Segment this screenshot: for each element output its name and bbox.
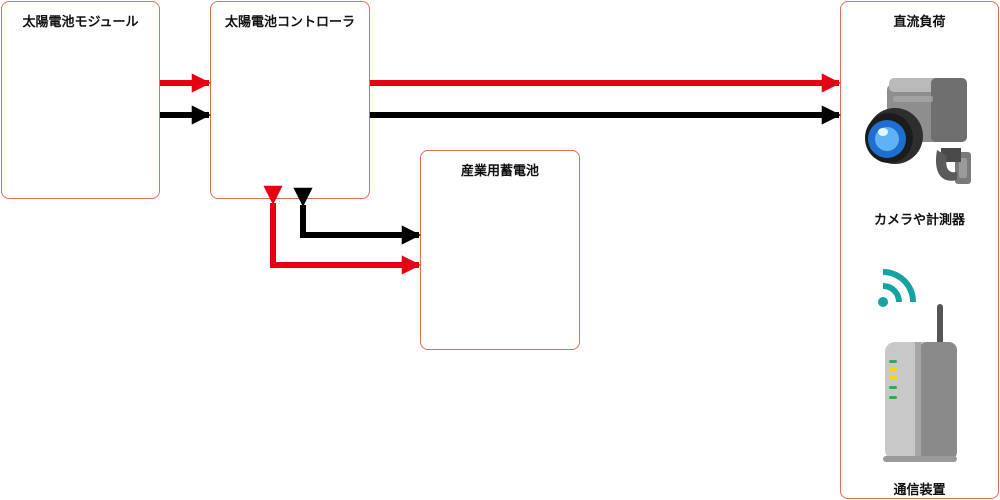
security-camera-icon (865, 78, 971, 184)
battery-block: 産業用蓄電池 (420, 150, 580, 350)
wifi-signal-icon (878, 269, 916, 307)
controller-title: 太陽電池コントローラ (224, 15, 355, 30)
controller-block: 太陽電池コントローラ (210, 1, 370, 199)
comm-label: 通信装置 (893, 483, 946, 498)
dc-load-title: 直流負荷 (893, 15, 946, 30)
dc-load-block: 直流負荷 カメラや計測器 通信装置 (840, 1, 999, 499)
router-icon (883, 304, 957, 462)
wire-negative-controller-battery (293, 187, 421, 245)
solar-module-block: 太陽電池モジュール (1, 1, 160, 199)
solar-module-title: 太陽電池モジュール (22, 15, 139, 30)
camera-label: カメラや計測器 (873, 213, 965, 228)
wire-positive-controller-battery (263, 185, 421, 275)
battery-title: 産業用蓄電池 (460, 164, 539, 179)
